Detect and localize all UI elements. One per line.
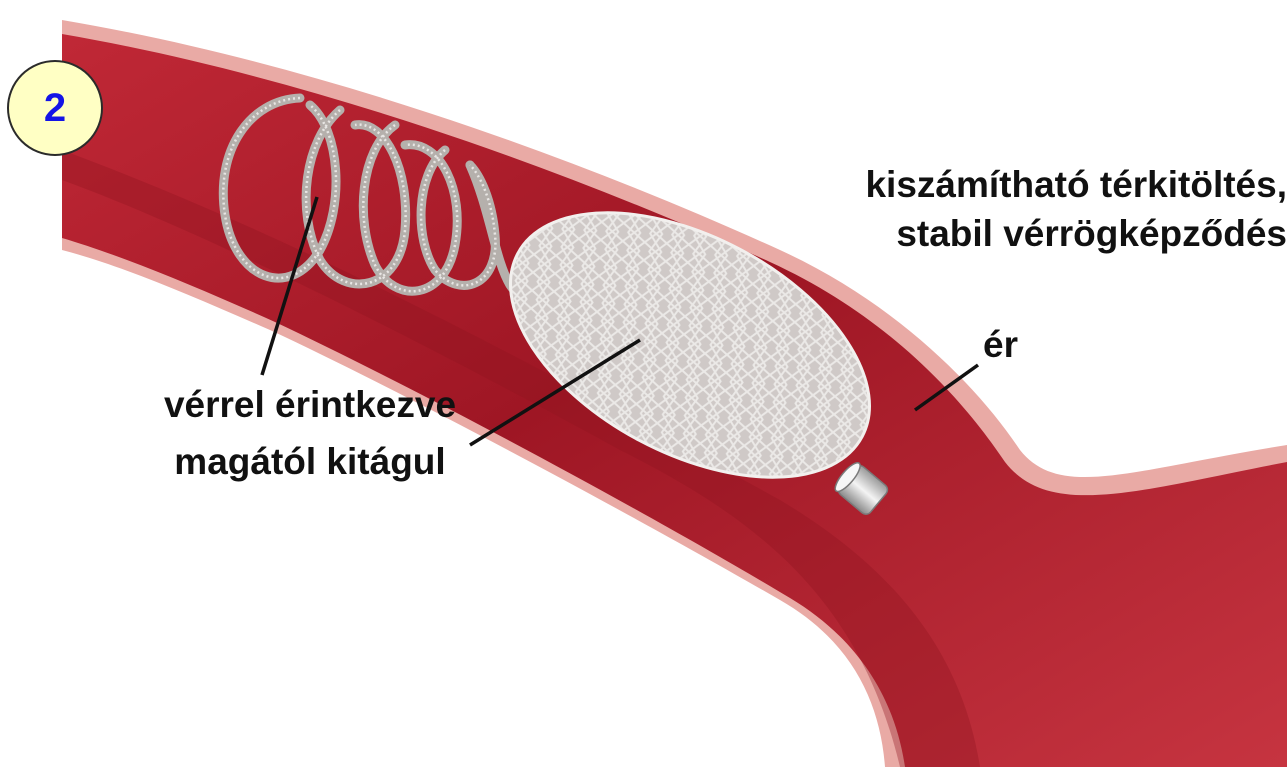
step-number-badge: 2 bbox=[7, 60, 103, 156]
step-number: 2 bbox=[44, 86, 66, 131]
expansion-description-line-1: vérrel érintkezve bbox=[100, 376, 520, 433]
expansion-description-label: vérrel érintkezve magától kitágul bbox=[100, 376, 520, 490]
fill-description-line-1: kiszámítható térkitöltés, bbox=[727, 160, 1287, 209]
vessel-label: ér bbox=[983, 320, 1018, 369]
expansion-description-line-2: magától kitágul bbox=[100, 433, 520, 490]
fill-description-line-2: stabil vérrögképződés bbox=[727, 209, 1287, 258]
fill-description-label: kiszámítható térkitöltés, stabil vérrögk… bbox=[727, 160, 1287, 258]
